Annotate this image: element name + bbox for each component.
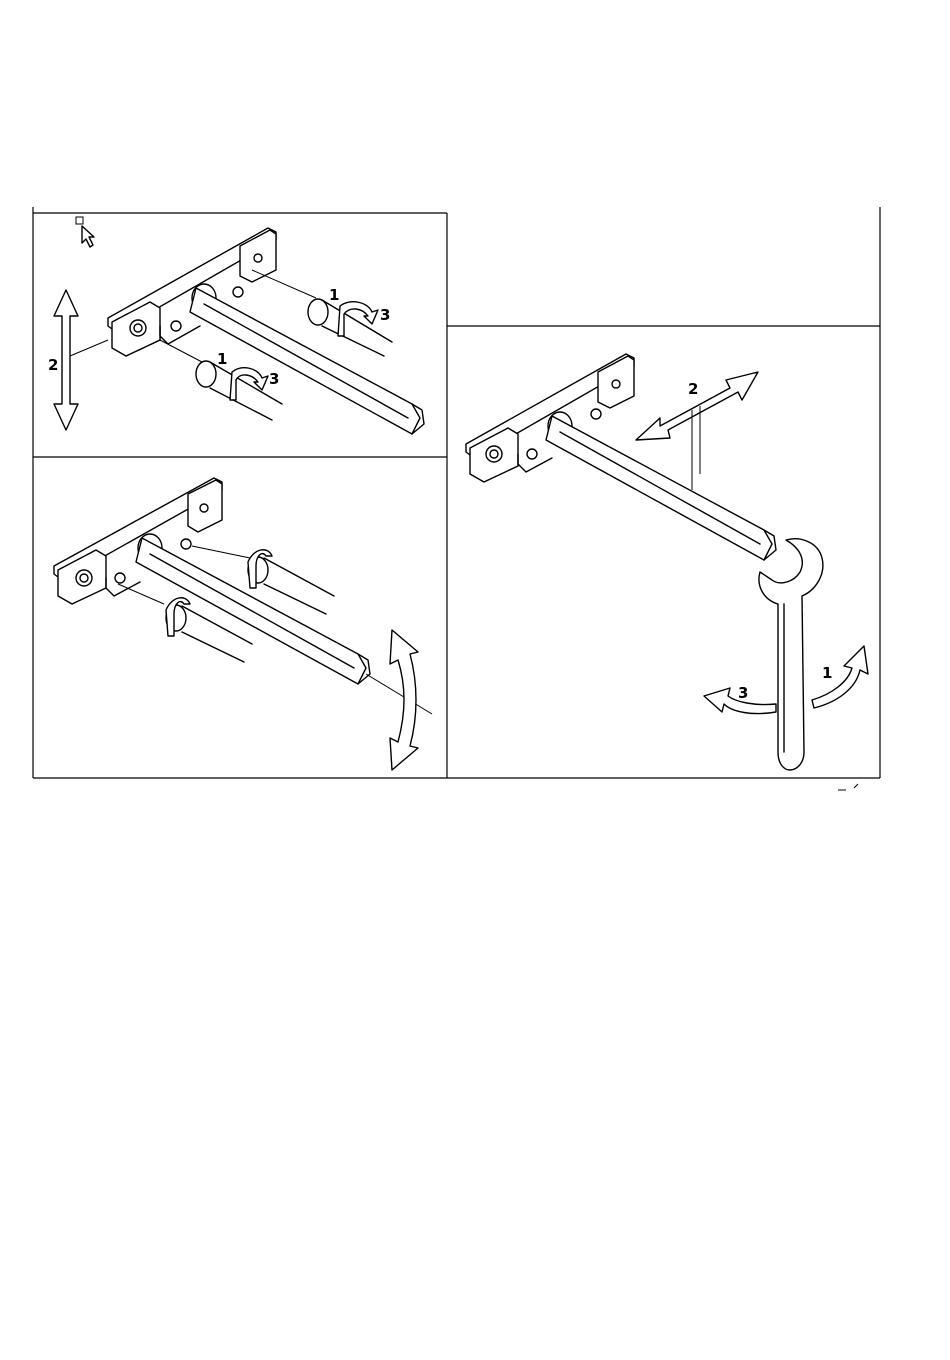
label-step-1-lower: 1 (217, 350, 227, 368)
cursor-marker (76, 217, 94, 247)
label-step-2: 2 (688, 380, 698, 398)
panel-1-vertical-arrow (54, 290, 108, 430)
label-step-1-upper: 1 (329, 286, 339, 304)
panel-3-rotate-arrow-1 (812, 646, 868, 708)
panel-2-curved-arrow (390, 630, 418, 770)
label-step-3-lower: 3 (269, 370, 279, 388)
label-step-3-upper: 3 (380, 306, 390, 324)
label-step-3: 3 (738, 684, 748, 702)
label-step-2: 2 (48, 356, 58, 374)
panel-3-wrench (759, 539, 823, 770)
label-step-1: 1 (822, 664, 832, 682)
corner-mark (838, 784, 858, 790)
